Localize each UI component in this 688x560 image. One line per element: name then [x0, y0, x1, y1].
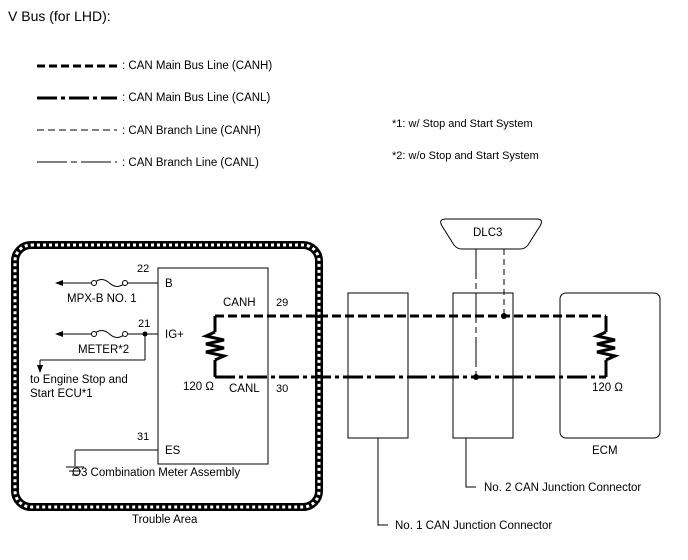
arrow-down-icon [37, 365, 43, 373]
arrow-left-icon [55, 331, 63, 337]
meter-resistor [201, 316, 229, 377]
fuse-icon [93, 330, 126, 338]
legend-label-branch-canh: : CAN Branch Line (CANH) [122, 125, 261, 137]
ground-icon [66, 466, 84, 476]
meter-resistor-label: 120 Ω [183, 381, 214, 393]
trouble-area-label: Trouble Area [132, 514, 198, 526]
mpx-b-fuse-line [55, 279, 158, 287]
engine-stop-label-line1: to Engine Stop and [30, 374, 128, 386]
fuse-icon [93, 279, 126, 287]
pin-31-number: 31 [137, 431, 149, 443]
canl-splice-dot [473, 374, 479, 380]
ecm-resistor-label: 120 Ω [592, 382, 623, 394]
pin-29-number: 29 [276, 297, 288, 309]
arrow-left-icon [55, 280, 63, 286]
pin-31-label: ES [165, 445, 181, 457]
pin-30-number: 30 [276, 383, 288, 395]
junction-2-leader [465, 438, 476, 488]
combination-meter-box [157, 267, 269, 465]
legend-label-main-canl: : CAN Main Bus Line (CANL) [122, 92, 270, 104]
junction-connector-1-label: No. 1 CAN Junction Connector [395, 520, 552, 532]
legend-label-main-canh: : CAN Main Bus Line (CANH) [122, 60, 272, 72]
ecm-label: ECM [592, 445, 618, 457]
pin-22-number: 22 [137, 263, 149, 275]
pin-22-label: B [165, 278, 173, 290]
canh-splice-dot [501, 313, 507, 319]
legend-label-branch-canl: : CAN Branch Line (CANL) [122, 157, 259, 169]
meter-fuse-line [37, 330, 158, 373]
junction-connector-2-label: No. 2 CAN Junction Connector [484, 482, 641, 494]
resistor-icon [201, 330, 229, 362]
pin-30-label: CANL [229, 383, 260, 395]
ecm-box [559, 292, 661, 439]
combination-meter-label: O3 Combination Meter Assembly [72, 467, 240, 479]
diagram-title: V Bus (for LHD): [8, 8, 111, 24]
pin-29-label: CANH [223, 297, 256, 309]
legend: : CAN Main Bus Line (CANH) : CAN Main Bu… [37, 60, 272, 169]
pin-21-label: IG+ [165, 329, 184, 341]
ecm-resistor [592, 316, 620, 377]
meter-fuse-label: METER*2 [78, 344, 129, 356]
resistor-icon [592, 330, 620, 362]
note-2: *2: w/o Stop and Start System [392, 150, 539, 162]
engine-stop-label-line2: Start ECU*1 [30, 388, 93, 400]
pin-21-number: 21 [138, 318, 150, 330]
note-1: *1: w/ Stop and Start System [392, 118, 533, 130]
mpx-b-fuse-label: MPX-B NO. 1 [67, 293, 137, 305]
dlc3-label: DLC3 [473, 227, 502, 239]
ground-line [66, 449, 158, 476]
junction-1-leader [377, 438, 388, 526]
dlc3-connector [440, 218, 542, 250]
